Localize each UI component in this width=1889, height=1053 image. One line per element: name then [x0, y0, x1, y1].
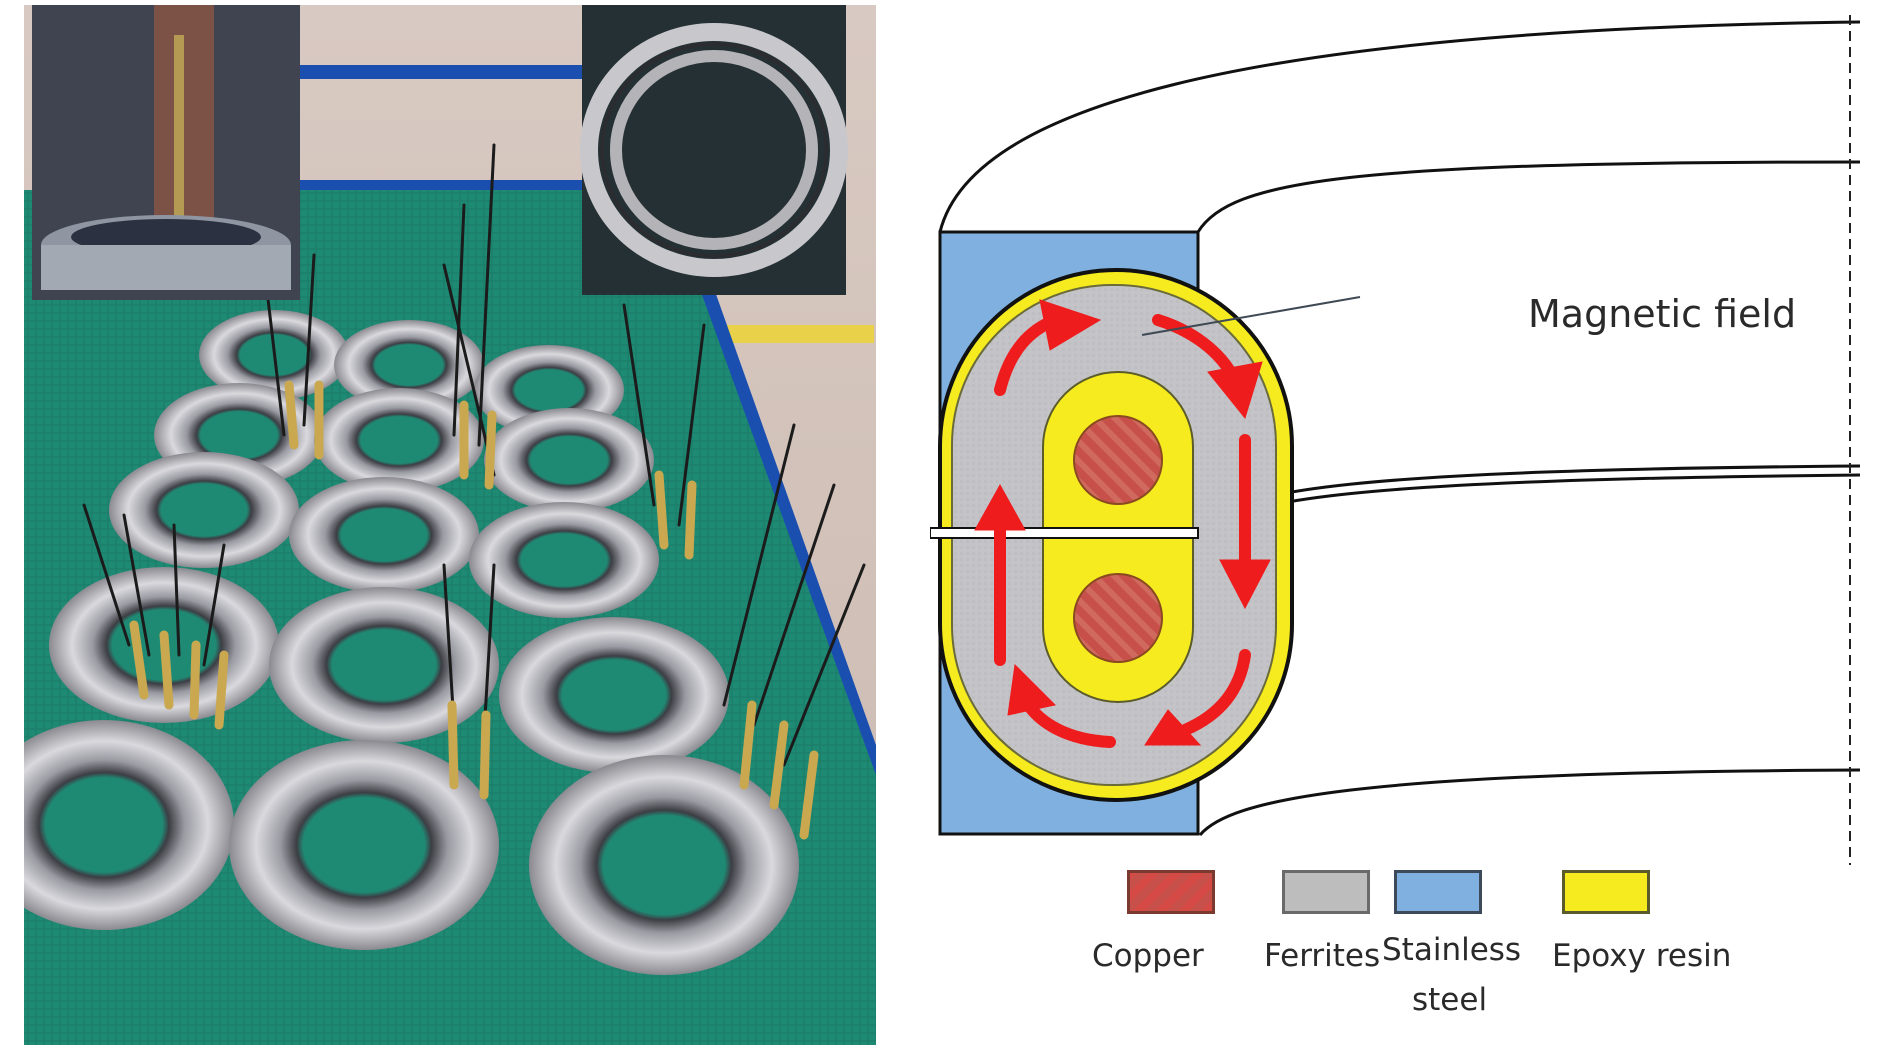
magnetic-field-arrows	[974, 299, 1271, 748]
stainless-swatch	[1394, 870, 1482, 914]
legend-label-ferrites: Ferrites	[1264, 938, 1381, 974]
diagram-graphic	[930, 15, 1861, 865]
photo-illustration	[24, 5, 876, 1045]
copper-upper	[1073, 415, 1163, 505]
ferrites-swatch	[1282, 870, 1370, 914]
epoxy-swatch	[1562, 870, 1650, 914]
inset-connector-closeup	[32, 5, 300, 300]
magnetic-field-label: Magnetic field	[1528, 292, 1797, 336]
split-gap	[930, 527, 1199, 539]
ring-stacks	[24, 310, 799, 975]
cross-section-diagram: Magnetic field Copper Ferrites Stainless…	[930, 0, 1889, 1053]
callout-leader-line	[1141, 296, 1361, 336]
legend-label-epoxy: Epoxy resin	[1552, 938, 1732, 974]
legend-label-copper: Copper	[1092, 938, 1204, 974]
legend-label-steel: steel	[1412, 982, 1488, 1018]
copper-lower	[1073, 573, 1163, 663]
inset-ring-closeup	[580, 5, 848, 295]
copper-swatch	[1127, 870, 1215, 914]
legend-label-stainless: Stainless	[1382, 932, 1522, 968]
photo-ring-sensors	[24, 5, 876, 1045]
